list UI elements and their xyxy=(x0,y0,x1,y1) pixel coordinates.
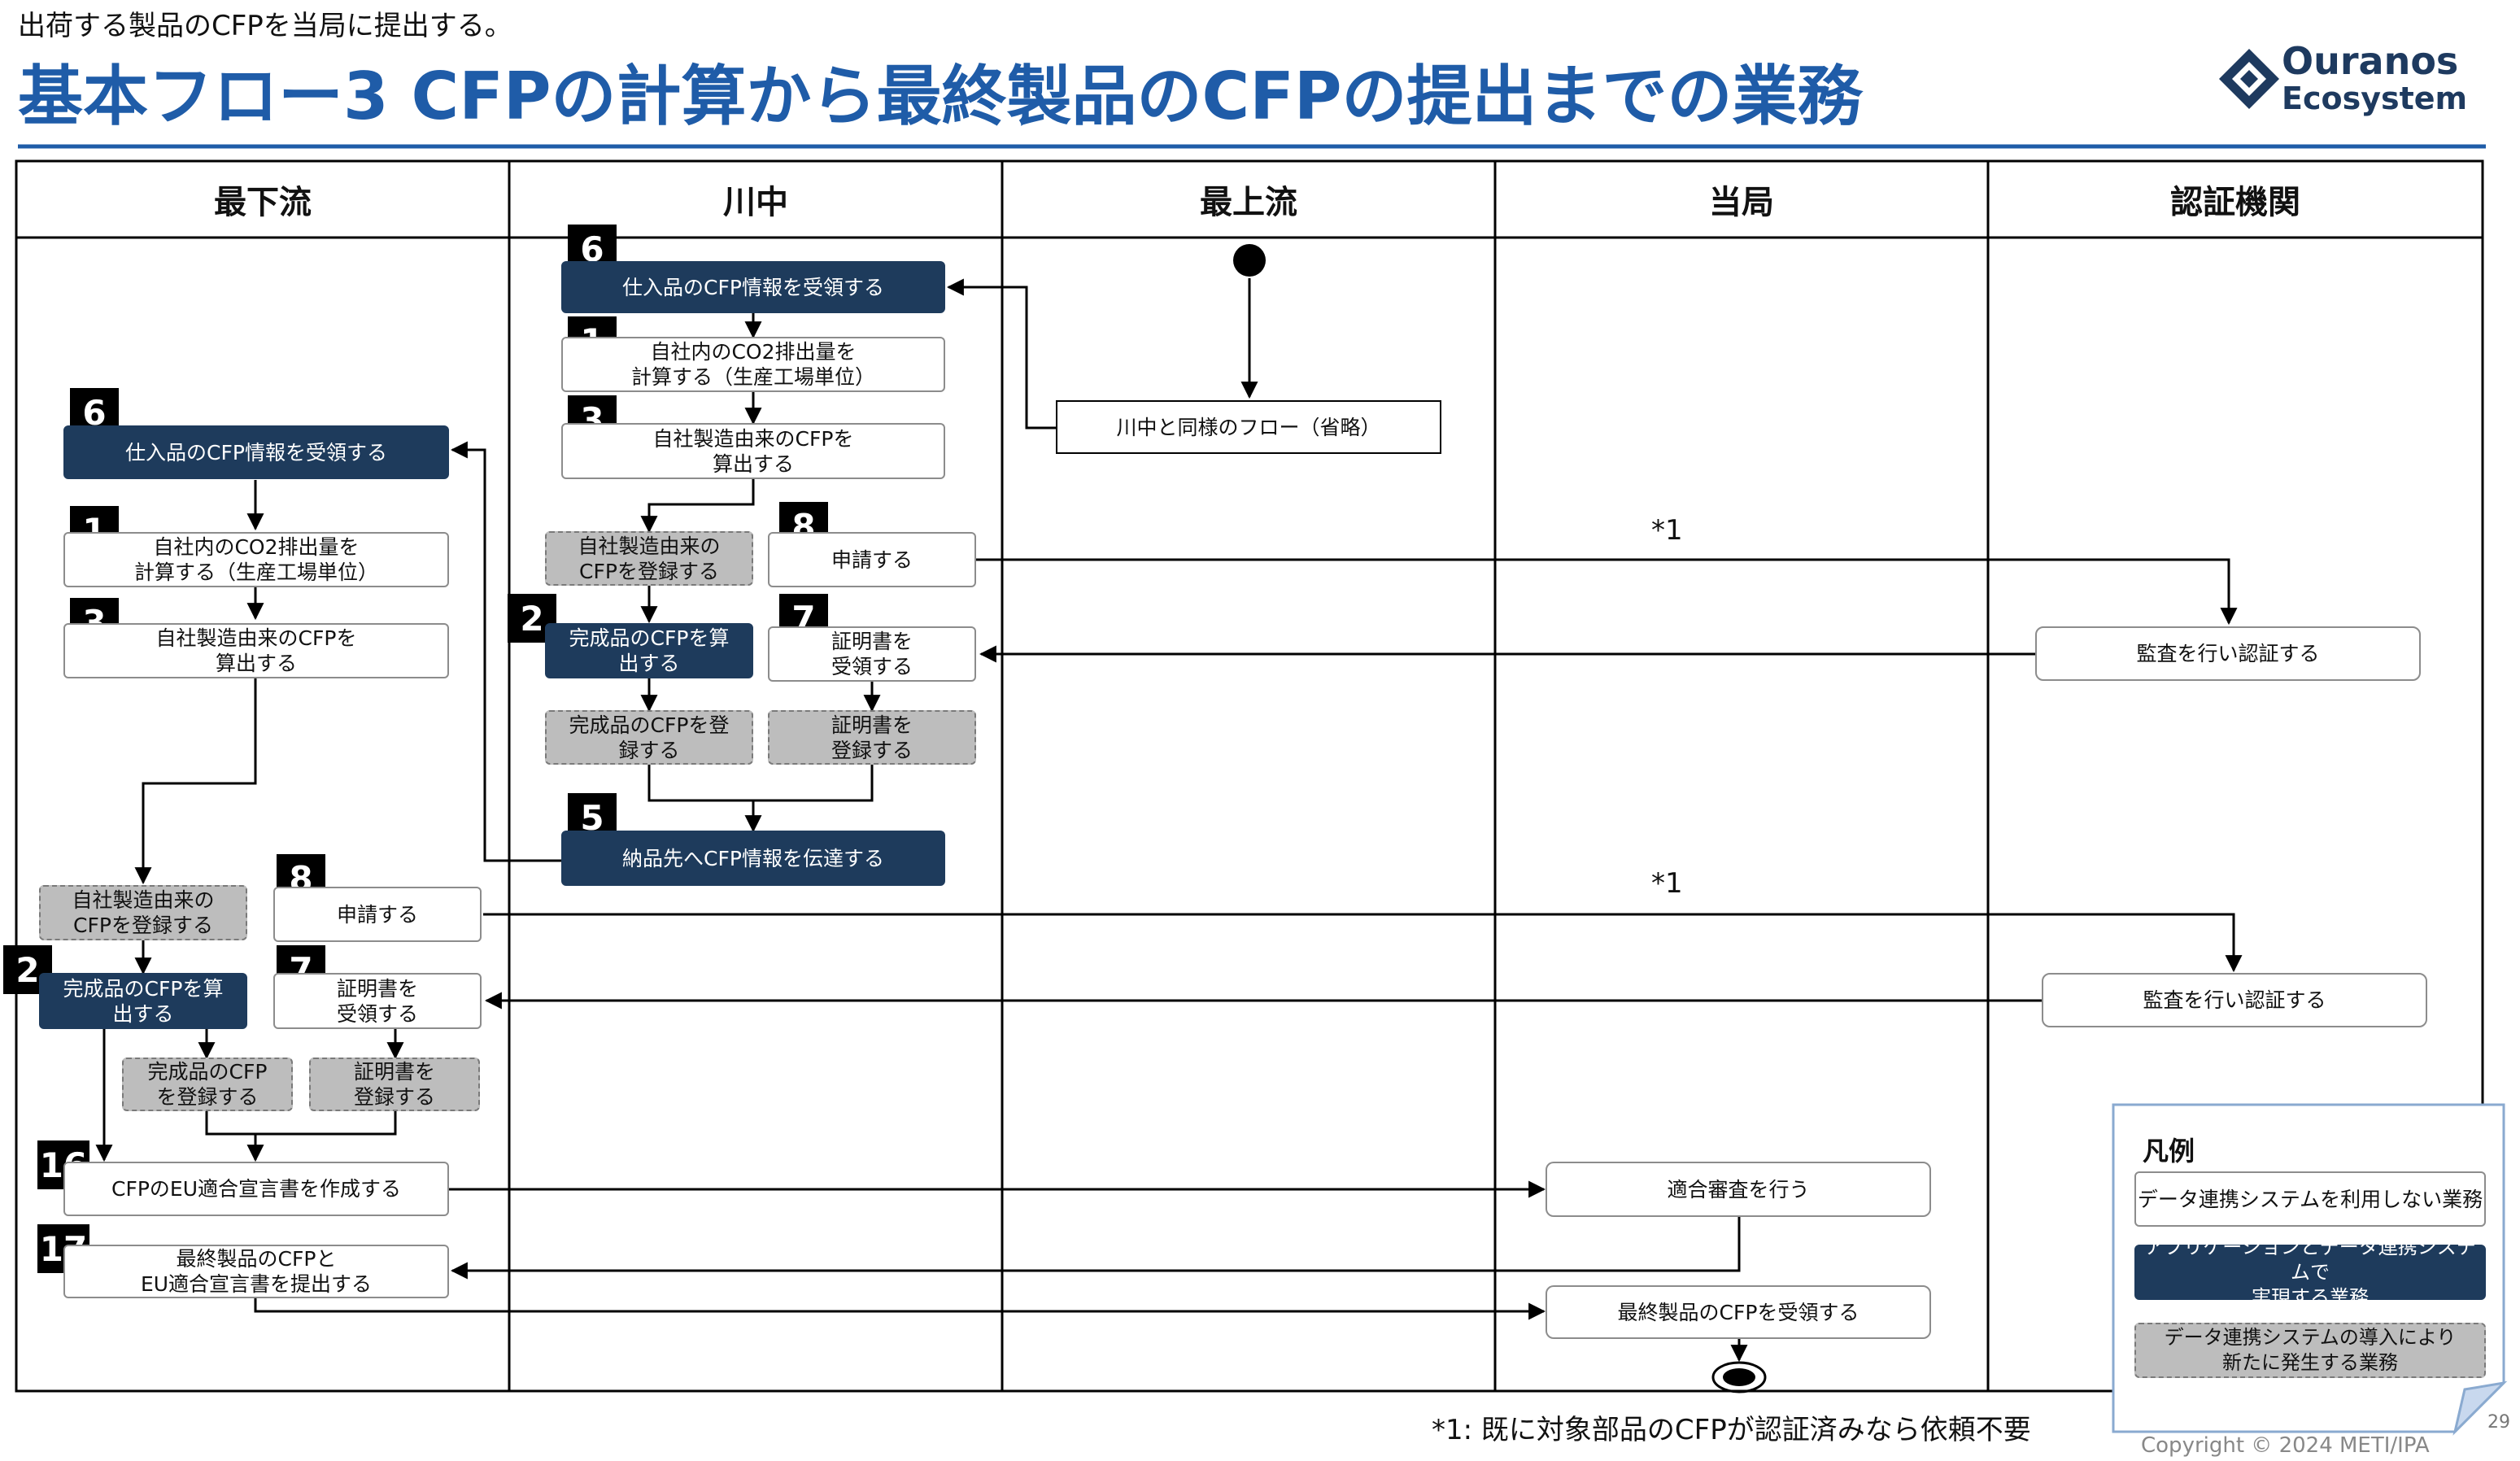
down-register-final-cfp-box: 完成品のCFP を登録する xyxy=(122,1058,293,1111)
down-eu-doc-box: CFPのEU適合宣言書を作成する xyxy=(63,1162,449,1216)
note-mark-2: *1 xyxy=(1651,867,1683,900)
mid-receive-cert-box: 証明書を 受領する xyxy=(768,626,976,682)
page-number: 29 xyxy=(2487,1412,2510,1433)
logo-line-1: Ouranos xyxy=(2282,39,2459,83)
copyright: Copyright © 2024 METI/IPA xyxy=(2141,1433,2430,1458)
lane-header-authority: 当局 xyxy=(1709,184,1774,221)
footnote: *1: 既に対象部品のCFPが認証済みなら依頼不要 xyxy=(1432,1414,2031,1446)
lane-header-midstream: 川中 xyxy=(723,184,788,221)
upstream-same-flow-box: 川中と同様のフロー（省略） xyxy=(1056,400,1441,454)
down-submit-box: 最終製品のCFPと EU適合宣言書を提出する xyxy=(63,1245,449,1298)
logo-line-2: Ecosystem xyxy=(2282,81,2468,116)
legend-title: 凡例 xyxy=(2143,1136,2195,1167)
down-register-cert-box: 証明書を 登録する xyxy=(309,1058,480,1111)
down-calc-own-cfp-box: 自社製造由来のCFPを 算出する xyxy=(63,623,449,678)
mid-calc-final-cfp-box: 完成品のCFPを算 出する xyxy=(545,623,753,678)
legend-item-dark: アプリケーションとデータ連携システムで 実現する業務 xyxy=(2134,1236,2486,1309)
page-subtitle: 出荷する製品のCFPを当局に提出する。 xyxy=(18,10,512,42)
note-mark-1: *1 xyxy=(1651,514,1683,547)
certifier-audit-box-2: 監査を行い認証する xyxy=(2042,973,2427,1027)
start-node xyxy=(1233,244,1266,277)
mid-apply-box: 申請する xyxy=(768,532,976,587)
arrows xyxy=(95,278,2243,1363)
lane-header-certifier: 認証機関 xyxy=(2170,184,2300,221)
lane-header-upstream: 最上流 xyxy=(1200,184,1297,221)
mid-register-own-cfp-box: 自社製造由来の CFPを登録する xyxy=(545,531,753,586)
certifier-audit-box-1: 監査を行い認証する xyxy=(2035,626,2421,681)
legend-item-plain: データ連携システムを利用しない業務 xyxy=(2134,1171,2486,1227)
mid-send-cfp-box: 納品先へCFP情報を伝達する xyxy=(561,831,945,886)
legend-item-gray: データ連携システムの導入により 新たに発生する業務 xyxy=(2134,1323,2486,1378)
authority-receive-box: 最終製品のCFPを受領する xyxy=(1546,1285,1931,1339)
logo-text: Ouranos Ecosystem xyxy=(2282,42,2467,117)
down-register-own-cfp-box: 自社製造由来の CFPを登録する xyxy=(39,885,247,940)
step-number-badge: 2 xyxy=(3,945,52,994)
ouranos-logo-icon xyxy=(2219,49,2279,109)
mid-register-final-cfp-box: 完成品のCFPを登 録する xyxy=(545,710,753,765)
end-node xyxy=(1711,1361,1767,1393)
mid-calc-own-cfp-box: 自社製造由来のCFPを 算出する xyxy=(561,423,945,479)
mid-receive-cfp-box: 仕入品のCFP情報を受領する xyxy=(561,261,945,313)
mid-register-cert-box: 証明書を 登録する xyxy=(768,710,976,765)
down-receive-cert-box: 証明書を 受領する xyxy=(273,973,482,1029)
mid-calc-co2-box: 自社内のCO2排出量を 計算する（生産工場単位） xyxy=(561,337,945,392)
swimlane-grid xyxy=(15,159,2484,1393)
lane-header-downstream: 最下流 xyxy=(214,184,312,221)
down-calc-final-cfp-box: 完成品のCFPを算 出する xyxy=(39,973,247,1029)
down-calc-co2-box: 自社内のCO2排出量を 計算する（生産工場単位） xyxy=(63,532,449,587)
down-receive-cfp-box: 仕入品のCFP情報を受領する xyxy=(63,425,449,479)
down-apply-box: 申請する xyxy=(273,887,482,942)
page-title: 基本フロー3 CFPの計算から最終製品のCFPの提出までの業務 xyxy=(18,59,1863,134)
authority-review-box: 適合審査を行う xyxy=(1546,1162,1931,1217)
